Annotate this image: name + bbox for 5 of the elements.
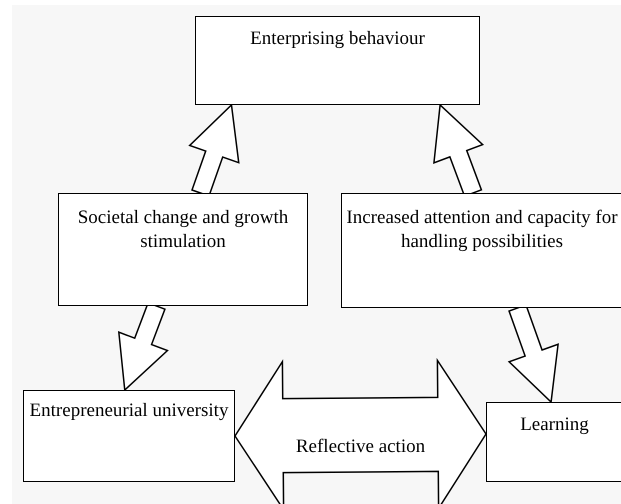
text-box: Enterprising behaviour bbox=[195, 16, 480, 105]
text-box: Increased attention and capacity for handling possibilities bbox=[341, 193, 621, 308]
text-box: Entrepreneurial university bbox=[23, 390, 235, 482]
text-box: Societal change and growth stimulation bbox=[58, 193, 308, 306]
text-box: Learning bbox=[486, 402, 621, 482]
